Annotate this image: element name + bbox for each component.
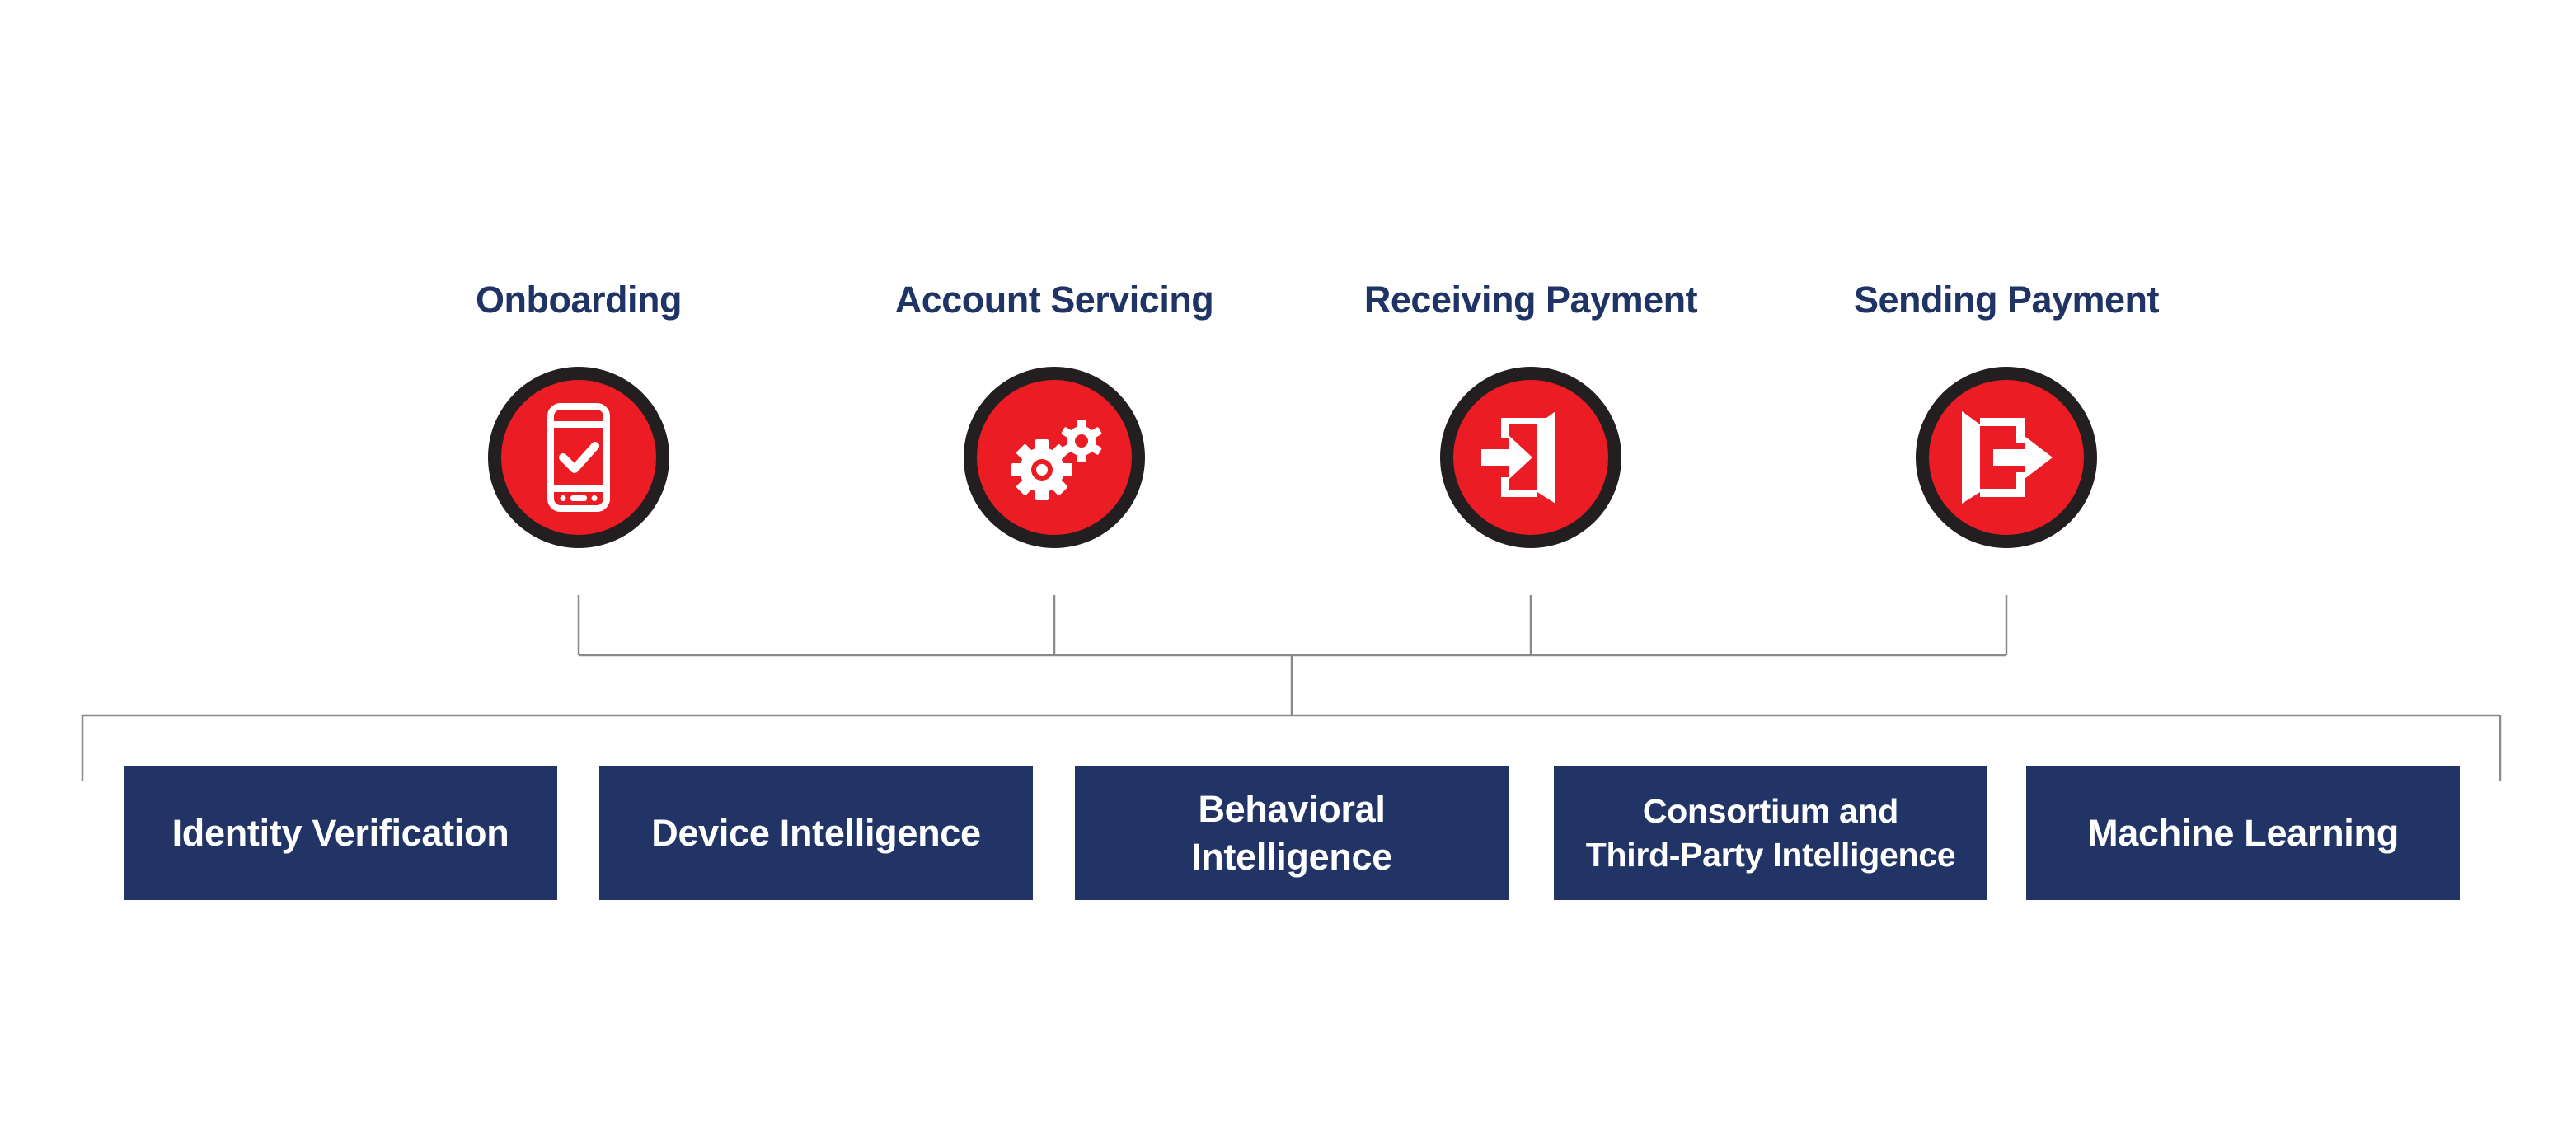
- stage-label-receiving-payment: Receiving Payment: [1363, 279, 1698, 321]
- stage-icon-sending-payment: [1916, 367, 2097, 548]
- capability-label: Device Intelligence: [651, 811, 981, 854]
- gears-icon: [1011, 420, 1102, 500]
- capability-label: Consortium and Third-Party Intelligence: [1585, 792, 1956, 874]
- capability-box-identity-verification: Identity Verification: [124, 766, 557, 900]
- capability-box-machine-learning: Machine Learning: [2026, 766, 2460, 900]
- capability-label: Behavioral Intelligence: [1191, 787, 1392, 878]
- stage-icon-receiving-payment: [1440, 367, 1621, 548]
- sign-in-icon: [1481, 411, 1555, 504]
- stage-icon-account-servicing: [964, 367, 1145, 548]
- capability-box-device-intelligence: Device Intelligence: [599, 766, 1033, 900]
- capability-label: Machine Learning: [2087, 811, 2399, 854]
- connector-group: [81, 595, 2502, 781]
- stage-label-account-servicing: Account Servicing: [894, 279, 1214, 321]
- capability-box-consortium-third-party-intelligence: Consortium and Third-Party Intelligence: [1554, 766, 1987, 900]
- mobile-check-icon: [547, 403, 610, 512]
- stage-label-onboarding: Onboarding: [476, 279, 682, 321]
- stage-icon-onboarding: [488, 367, 669, 548]
- sign-out-icon: [1962, 411, 2053, 504]
- stage-label-sending-payment: Sending Payment: [1853, 279, 2160, 321]
- capability-label: Identity Verification: [171, 811, 509, 854]
- capability-box-behavioral-intelligence: Behavioral Intelligence: [1075, 766, 1509, 900]
